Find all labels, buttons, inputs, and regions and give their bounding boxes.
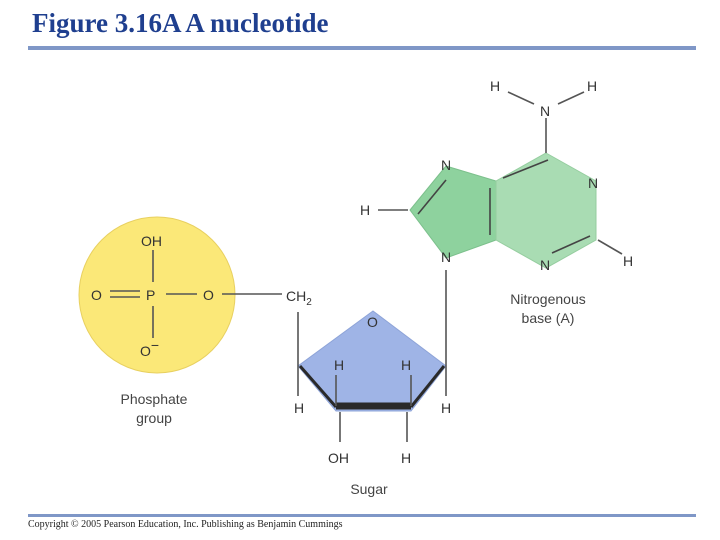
phosphate-p: P <box>146 287 155 303</box>
slide-title: Figure 3.16A A nucleotide <box>32 8 329 38</box>
phosphate-label-line2: group <box>136 410 172 426</box>
sugar-right-edge <box>409 365 446 408</box>
sugar-label: Sugar <box>350 481 388 497</box>
sugar-h-top-right: H <box>401 357 411 373</box>
base-label-line2: base (A) <box>522 310 575 326</box>
c2-h-base-bond <box>597 239 623 255</box>
amino-h-left-bond <box>507 91 535 105</box>
sugar-ring <box>297 310 447 412</box>
title-rule <box>28 46 696 50</box>
sugar-left-edge <box>298 365 338 408</box>
phosphate-o-minus: O− <box>140 337 159 359</box>
base-n-top: N <box>441 157 451 173</box>
sugar-ring-o: O <box>367 314 378 330</box>
sugar-h-right: H <box>441 400 451 416</box>
nucleotide-diagram: OH O P O O− Phosphate group CH2 O H H H … <box>78 78 633 497</box>
sugar-h-bottom: H <box>401 450 411 466</box>
base-n-bottom-right: N <box>540 257 550 273</box>
base-h-top-left: H <box>490 78 500 94</box>
phosphate-o-left: O <box>91 287 102 303</box>
copyright-text: Copyright © 2005 Pearson Education, Inc.… <box>28 519 343 530</box>
base-six-ring <box>495 152 597 269</box>
base-h-top-right: H <box>587 78 597 94</box>
base-double-bond-right <box>551 235 591 254</box>
base-five-ring <box>409 165 497 259</box>
sugar-ch2: CH2 <box>286 288 312 308</box>
amino-h-right-bond <box>557 91 585 105</box>
footer-rule <box>28 514 696 517</box>
base-n-right: N <box>588 175 598 191</box>
sugar-oh-bottom: OH <box>328 450 349 466</box>
base-n-bottom-left: N <box>441 249 451 265</box>
base-amino-n: N <box>540 103 550 119</box>
base-h-far-right: H <box>623 253 633 269</box>
sugar-h-left: H <box>294 400 304 416</box>
base-double-bond-five <box>417 179 447 215</box>
phosphate-circle <box>78 216 236 374</box>
base-double-bond-top <box>502 159 549 179</box>
phosphate-label-line1: Phosphate <box>121 391 188 407</box>
base-label-line1: Nitrogenous <box>510 291 586 307</box>
phosphate-oh: OH <box>141 233 162 249</box>
sugar-h-top-left: H <box>334 357 344 373</box>
base-h-left: H <box>360 202 370 218</box>
phosphate-o-right: O <box>203 287 214 303</box>
